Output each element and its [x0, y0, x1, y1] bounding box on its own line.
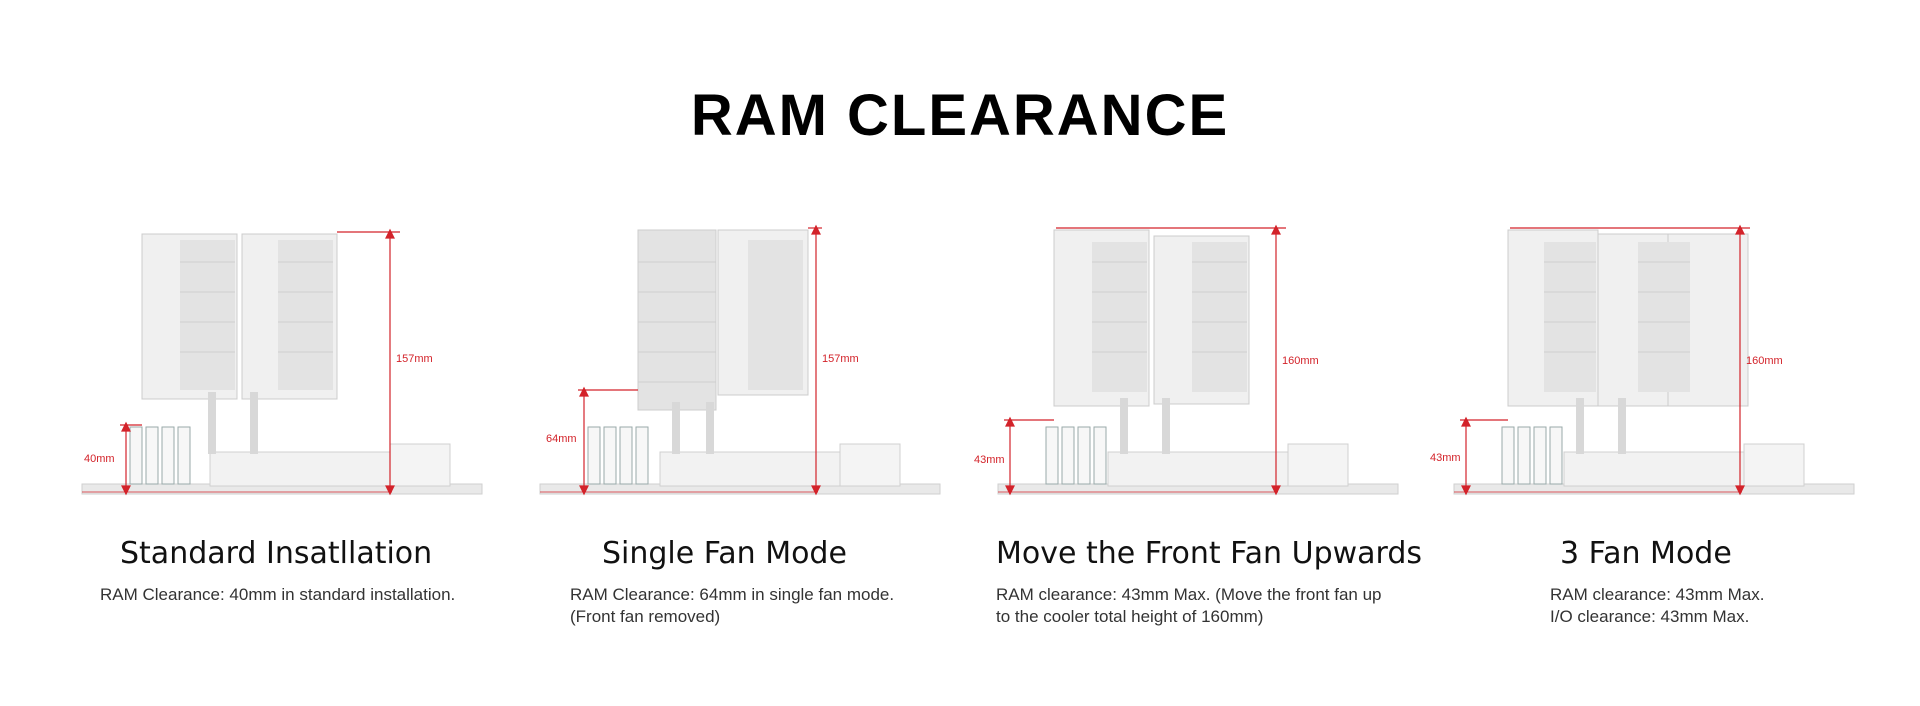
page-title: RAM CLEARANCE	[690, 83, 1230, 148]
desc-line: I/O clearance: 43mm Max.	[1550, 607, 1750, 626]
panel-heading: Standard Insatllation	[120, 536, 433, 571]
panel-3-fan-mode: 160mm 43mm 3 Fan Mode RAM clearance: 43m…	[1430, 222, 1872, 642]
cooler-diagram-3-fan: 160mm	[1453, 224, 1855, 496]
ram-sticks	[1045, 426, 1107, 485]
ram-dimension-label: 64mm	[546, 433, 577, 445]
panel-heading: Single Fan Mode	[602, 536, 847, 571]
height-dimension-label: 157mm	[822, 353, 859, 365]
ram-dimension-label: 40mm	[84, 453, 115, 465]
cooler-diagram-front-fan-up: 160mm 43mm	[997, 224, 1399, 496]
desc-line: RAM Clearance: 40mm in standard installa…	[100, 585, 456, 604]
ram-dimension-label-outer: 43mm	[974, 454, 1005, 466]
desc-line: (Front fan removed)	[570, 607, 721, 626]
panel-description: RAM Clearance: 64mm in single fan mode. …	[570, 584, 894, 628]
ram-dimension-label-outer: 43mm	[1430, 452, 1461, 464]
panel-description: RAM clearance: 43mm Max. (Move the front…	[996, 584, 1382, 628]
desc-line: RAM clearance: 43mm Max.	[1550, 585, 1765, 604]
height-dimension-label: 157mm	[396, 353, 433, 365]
panel-description: RAM Clearance: 40mm in standard installa…	[100, 584, 455, 606]
desc-line: RAM Clearance: 64mm in single fan mode.	[570, 585, 895, 604]
ram-sticks	[1501, 426, 1563, 485]
cooler-diagram-single-fan: 157mm 64mm	[539, 224, 941, 496]
heatsink-fins	[1053, 229, 1250, 454]
desc-line: RAM clearance: 43mm Max. (Move the front…	[996, 585, 1382, 604]
desc-line: to the cooler total height of 160mm)	[996, 607, 1264, 626]
heatsink-fins	[141, 233, 338, 454]
panel-heading: 3 Fan Mode	[1560, 536, 1732, 571]
heatsink-fins	[637, 229, 809, 454]
panel-single-fan-mode: 157mm 64mm Single Fan Mode RAM Clearance…	[538, 222, 958, 642]
panel-front-fan-upwards: 160mm 43mm 43mm Move the Front Fan Upwar…	[974, 222, 1422, 642]
heatsink-fins	[1507, 229, 1749, 454]
panel-heading: Move the Front Fan Upwards	[996, 536, 1423, 571]
height-dimension-label: 160mm	[1746, 355, 1783, 367]
ram-sticks	[129, 426, 191, 485]
ram-sticks	[587, 426, 649, 485]
panel-description: RAM clearance: 43mm Max. I/O clearance: …	[1550, 584, 1764, 628]
height-dimension-label: 160mm	[1282, 355, 1319, 367]
panel-standard-installation: 157mm 40mm Standard Insatllation RAM Cle…	[80, 222, 500, 642]
cooler-diagram-standard: 157mm 40mm	[81, 228, 483, 496]
